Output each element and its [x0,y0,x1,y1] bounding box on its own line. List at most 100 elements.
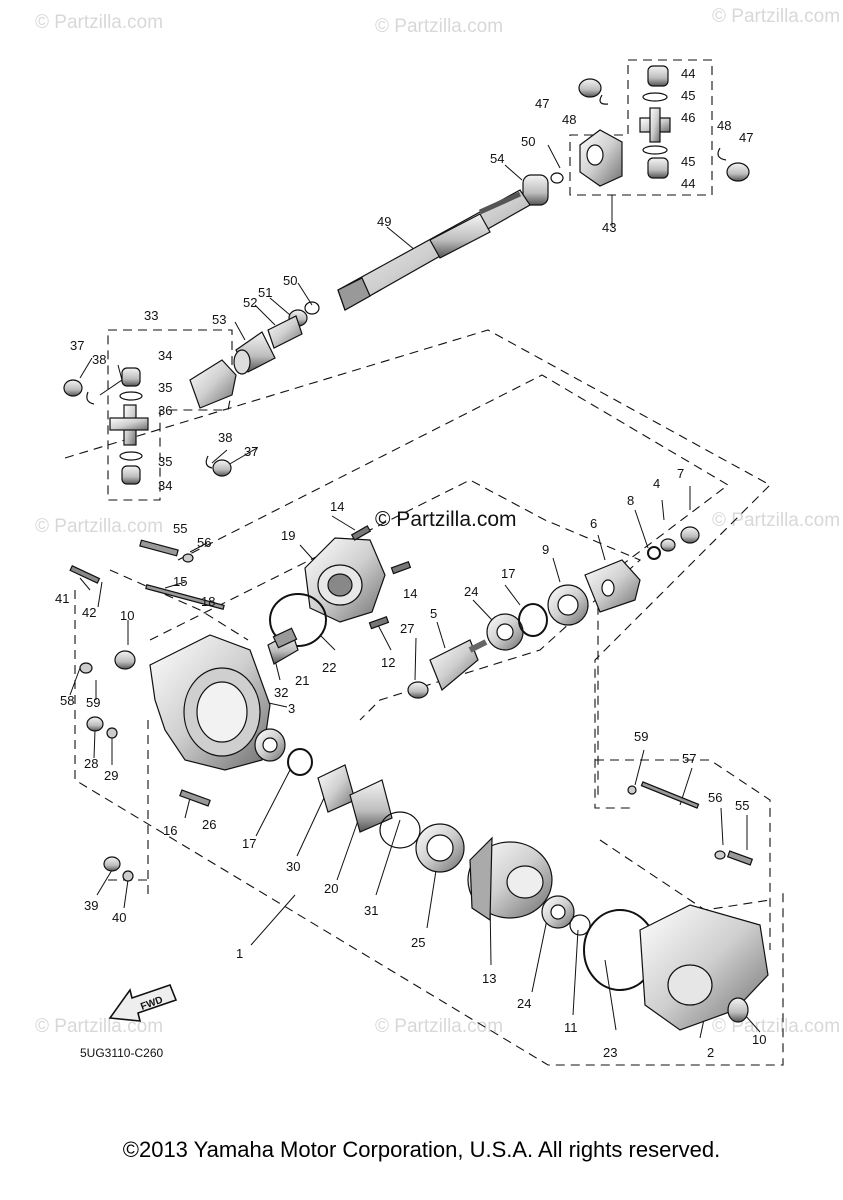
callout-49: 49 [377,214,391,229]
callout-58: 58 [60,693,74,708]
callout-26: 26 [202,817,216,832]
callout-50: 50 [521,134,535,149]
callout-54: 54 [490,151,504,166]
callout-56: 56 [197,535,211,550]
callout-50: 50 [283,273,297,288]
callout-25: 25 [411,935,425,950]
callout-15: 15 [173,574,187,589]
callout-44: 44 [681,66,695,81]
callout-34: 34 [158,478,172,493]
drive-shaft [337,189,531,311]
callout-47: 47 [739,130,753,145]
callout-29: 29 [104,768,118,783]
callout-44: 44 [681,176,695,191]
callout-46: 46 [681,110,695,125]
callout-57: 57 [682,751,696,766]
fwd-arrow-icon [108,983,178,1022]
faded-watermark: © Partzilla.com [375,1016,503,1037]
callout-4: 4 [653,476,660,491]
callout-7: 7 [677,466,684,481]
faded-watermarks: © Partzilla.com © Partzilla.com © Partzi… [35,6,840,1037]
callout-51: 51 [258,285,272,300]
callout-6: 6 [590,516,597,531]
faded-watermark: © Partzilla.com [35,12,163,33]
callout-1: 1 [236,946,243,961]
callout-2: 2 [707,1045,714,1060]
callout-59: 59 [86,695,100,710]
callout-35: 35 [158,454,172,469]
callout-3: 3 [288,701,295,716]
faded-watermark: © Partzilla.com [712,6,840,27]
ring-gear [467,836,553,922]
callout-12: 12 [381,655,395,670]
callout-23: 23 [603,1045,617,1060]
callout-16: 16 [163,823,177,838]
rear-housing [639,904,769,1031]
callout-41: 41 [55,591,69,606]
fasteners [69,539,754,882]
callout-labels: 44 45 46 45 44 43 47 48 48 47 50 54 49 5… [55,66,766,1060]
callout-55: 55 [735,798,749,813]
callout-39: 39 [84,898,98,913]
callout-32: 32 [274,685,288,700]
callout-17: 17 [242,836,256,851]
callout-34: 34 [158,348,172,363]
callout-53: 53 [212,312,226,327]
callout-31: 31 [364,903,378,918]
callout-52: 52 [243,295,257,310]
front-housing [114,627,298,771]
faded-watermark: © Partzilla.com [712,510,840,531]
callout-20: 20 [324,881,338,896]
callout-59: 59 [634,729,648,744]
callout-37: 37 [70,338,84,353]
parts-artwork [63,65,769,1031]
callout-22: 22 [322,660,336,675]
callout-55: 55 [173,521,187,536]
callout-14: 14 [330,499,344,514]
callout-48: 48 [562,112,576,127]
housing-cover [304,525,412,630]
callout-38: 38 [218,430,232,445]
callout-45: 45 [681,154,695,169]
pinion-gear [407,639,488,699]
callout-56: 56 [708,790,722,805]
copyright-notice: ©2013 Yamaha Motor Corporation, U.S.A. A… [122,1137,721,1162]
callout-33: 33 [144,308,158,323]
callout-10: 10 [120,608,134,623]
o-ring [269,593,327,647]
callout-19: 19 [281,528,295,543]
callout-30: 30 [286,859,300,874]
callout-35: 35 [158,380,172,395]
rear-internals [254,728,465,873]
faded-watermark: © Partzilla.com [35,516,163,537]
callout-11: 11 [564,1020,578,1035]
boot-spring-group [189,301,320,409]
callout-24: 24 [464,584,478,599]
callout-5: 5 [430,606,437,621]
callout-14: 14 [403,586,417,601]
callout-27: 27 [400,621,414,636]
callout-17: 17 [501,566,515,581]
callout-38: 38 [92,352,106,367]
faded-watermark: © Partzilla.com [375,16,503,37]
callout-8: 8 [627,493,634,508]
faded-watermark: © Partzilla.com [712,1016,840,1037]
lower-u-joint-group [63,367,232,485]
callout-48: 48 [717,118,731,133]
callout-24: 24 [517,996,531,1011]
diagram-code: 5UG3110-C260 [80,1046,163,1060]
callout-10: 10 [752,1032,766,1047]
front-bearing-group [486,526,700,651]
callout-45: 45 [681,88,695,103]
callout-28: 28 [84,756,98,771]
leader-lines [69,144,761,1039]
callout-9: 9 [542,542,549,557]
center-watermark: © Partzilla.com [375,508,517,531]
upper-u-joint-group [522,65,750,206]
faded-watermark: © Partzilla.com [35,1016,163,1037]
callout-18: 18 [201,594,215,609]
callout-40: 40 [112,910,126,925]
callout-21: 21 [295,673,309,688]
callout-36: 36 [158,403,172,418]
